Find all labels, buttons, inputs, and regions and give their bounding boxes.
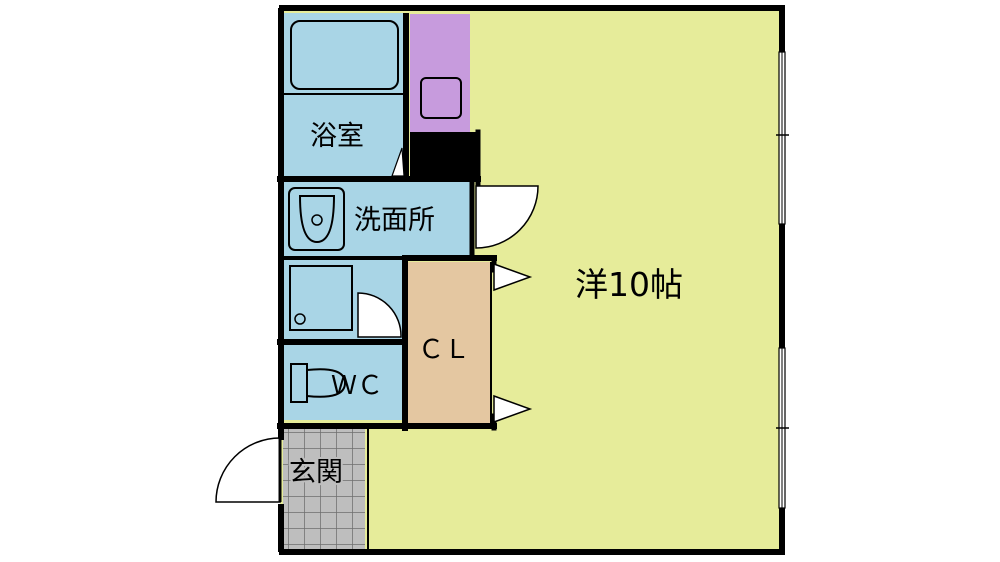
entrance-door [215, 437, 281, 503]
closet-floor [408, 262, 491, 426]
closet-door-upper [493, 262, 533, 292]
washroom-label: 洗面所 [354, 205, 435, 236]
right-windows [776, 51, 789, 509]
kitchen-sink-icon [420, 77, 462, 119]
bathtub-icon [290, 20, 399, 90]
bathroom-label: 浴室 [310, 121, 364, 152]
closet-label: ＣＬ [418, 335, 470, 365]
entrance-label: 玄関 [289, 457, 343, 488]
toilet-tank-icon [290, 363, 308, 403]
toilet-label: ＷＣ [331, 371, 383, 401]
entrance-floor [283, 426, 365, 550]
washing-machine-icon [289, 265, 353, 331]
washroom-door [475, 185, 539, 249]
closet-door-lower [493, 394, 533, 424]
toilet-bowl-icon [306, 368, 347, 398]
western-room-label: 洋10帖 [575, 265, 683, 304]
fridge-space [410, 132, 478, 179]
washroom-inner-door [357, 292, 402, 338]
